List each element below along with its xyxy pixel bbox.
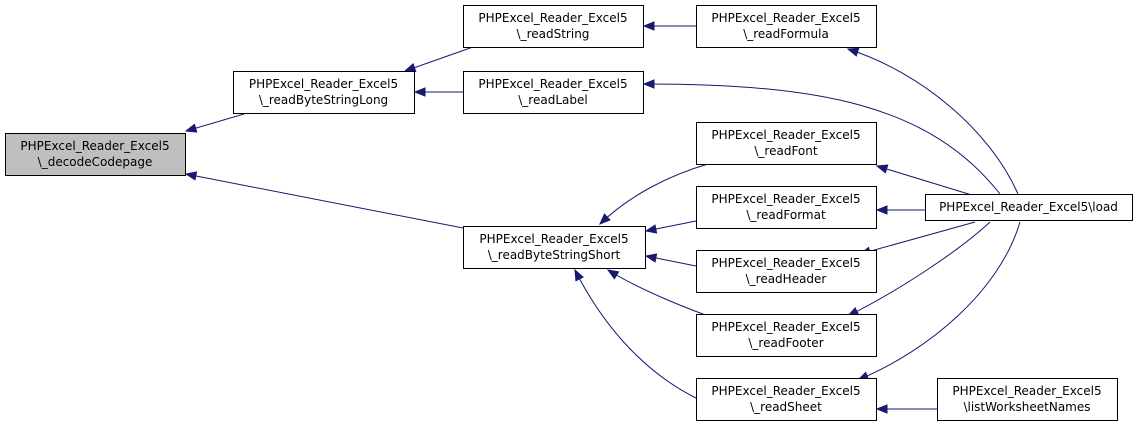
node-readSheet[interactable]: PHPExcel_Reader_Excel5 \_readSheet bbox=[696, 378, 877, 421]
node-label-line: \listWorksheetNames bbox=[963, 400, 1090, 414]
node-label-line: PHPExcel_Reader_Excel5 bbox=[952, 384, 1101, 398]
node-readString[interactable]: PHPExcel_Reader_Excel5 \_readString bbox=[463, 5, 644, 48]
node-readLabel[interactable]: PHPExcel_Reader_Excel5 \_readLabel bbox=[463, 71, 644, 114]
node-label-line: PHPExcel_Reader_Excel5 bbox=[711, 320, 860, 334]
node-readFormat[interactable]: PHPExcel_Reader_Excel5 \_readFormat bbox=[696, 186, 877, 229]
node-box bbox=[696, 186, 877, 229]
edge-load-to-readLabel bbox=[643, 83, 1001, 195]
node-label-line: \_decodeCodepage bbox=[38, 155, 153, 169]
edge-arrowhead bbox=[644, 253, 658, 263]
node-label-line: PHPExcel_Reader_Excel5\load bbox=[939, 200, 1118, 214]
edge-load-to-readFont bbox=[876, 165, 976, 197]
edge-arrowhead bbox=[846, 47, 860, 57]
node-label-line: \_readByteStringShort bbox=[488, 248, 621, 262]
node-label-line: \_readHeader bbox=[746, 272, 827, 286]
edge-arrowhead bbox=[875, 404, 888, 414]
edge-arrowhead bbox=[642, 79, 655, 89]
node-readFooter[interactable]: PHPExcel_Reader_Excel5 \_readFooter bbox=[696, 314, 877, 357]
node-label-line: \_readFooter bbox=[748, 336, 823, 350]
node-box bbox=[925, 194, 1133, 221]
edges-layer bbox=[184, 21, 1021, 414]
edge-arrowhead bbox=[606, 269, 620, 280]
edge-arrowhead bbox=[642, 21, 655, 31]
node-label-line: \_readLabel bbox=[518, 93, 587, 107]
node-box bbox=[233, 71, 415, 114]
edge-load-to-readFooter bbox=[847, 221, 991, 317]
node-readByteStringLong[interactable]: PHPExcel_Reader_Excel5 \_readByteStringLo… bbox=[233, 71, 415, 114]
node-label-line: PHPExcel_Reader_Excel5 bbox=[711, 11, 860, 25]
edge-load-to-readHeader bbox=[859, 221, 976, 255]
node-readFormula[interactable]: PHPExcel_Reader_Excel5 \_readFormula bbox=[696, 5, 877, 48]
node-label-line: PHPExcel_Reader_Excel5 bbox=[711, 192, 860, 206]
edge-readFont-to-readByteStringShort bbox=[599, 163, 709, 225]
node-label-line: \_readString bbox=[517, 27, 590, 41]
node-readFont[interactable]: PHPExcel_Reader_Excel5 \_readFont bbox=[696, 122, 877, 165]
node-label-line: PHPExcel_Reader_Excel5 bbox=[20, 139, 169, 153]
node-label-line: PHPExcel_Reader_Excel5 bbox=[479, 232, 628, 246]
node-decodeCodepage[interactable]: PHPExcel_Reader_Excel5 \_decodeCodepage bbox=[5, 133, 186, 176]
node-box bbox=[696, 250, 877, 293]
node-box bbox=[463, 5, 644, 48]
nodes-layer: PHPExcel_Reader_Excel5\_decodeCodepagePH… bbox=[5, 5, 1133, 421]
edge-readString-to-readByteStringLong bbox=[404, 46, 474, 72]
node-box bbox=[5, 133, 186, 176]
node-label-line: PHPExcel_Reader_Excel5 bbox=[711, 256, 860, 270]
edge-readByteStringShort-to-decodeCodepage bbox=[185, 173, 464, 229]
node-load[interactable]: PHPExcel_Reader_Excel5\load bbox=[925, 194, 1133, 221]
node-box bbox=[463, 71, 644, 114]
node-readByteStringShort[interactable]: PHPExcel_Reader_Excel5 \_readByteStringSh… bbox=[463, 226, 646, 269]
node-box bbox=[696, 122, 877, 165]
edge-arrowhead bbox=[403, 63, 417, 72]
node-box bbox=[696, 314, 877, 357]
node-label-line: \_readFormula bbox=[743, 27, 829, 41]
edge-arrowhead bbox=[875, 205, 888, 215]
node-label-line: \_readSheet bbox=[750, 400, 822, 414]
edge-arrowhead bbox=[574, 268, 584, 282]
edge-arrowhead bbox=[644, 224, 658, 234]
node-label-line: PHPExcel_Reader_Excel5 bbox=[711, 384, 860, 398]
edge-load-to-readFormula bbox=[847, 48, 1019, 195]
node-label-line: PHPExcel_Reader_Excel5 bbox=[249, 77, 398, 91]
edge-arrowhead bbox=[413, 87, 426, 97]
node-label-line: PHPExcel_Reader_Excel5 bbox=[478, 11, 627, 25]
node-box bbox=[696, 378, 877, 421]
node-box bbox=[696, 5, 877, 48]
node-label-line: \_readFormat bbox=[746, 208, 826, 222]
edge-arrowhead bbox=[184, 171, 198, 181]
node-label-line: PHPExcel_Reader_Excel5 bbox=[711, 128, 860, 142]
edge-load-to-readSheet bbox=[857, 221, 1021, 381]
node-box bbox=[463, 226, 646, 269]
node-readHeader[interactable]: PHPExcel_Reader_Excel5 \_readHeader bbox=[696, 250, 877, 293]
edge-arrowhead bbox=[875, 164, 889, 174]
edge-arrowhead bbox=[599, 213, 611, 225]
node-listWorksheetNames[interactable]: PHPExcel_Reader_Excel5 \listWorksheetName… bbox=[937, 378, 1118, 421]
node-box bbox=[937, 378, 1118, 421]
node-label-line: \_readByteStringLong bbox=[259, 93, 388, 107]
edge-readSheet-to-readByteStringShort bbox=[574, 269, 697, 399]
node-label-line: \_readFont bbox=[754, 144, 817, 158]
edge-arrowhead bbox=[184, 123, 198, 133]
node-label-line: PHPExcel_Reader_Excel5 bbox=[478, 77, 627, 91]
